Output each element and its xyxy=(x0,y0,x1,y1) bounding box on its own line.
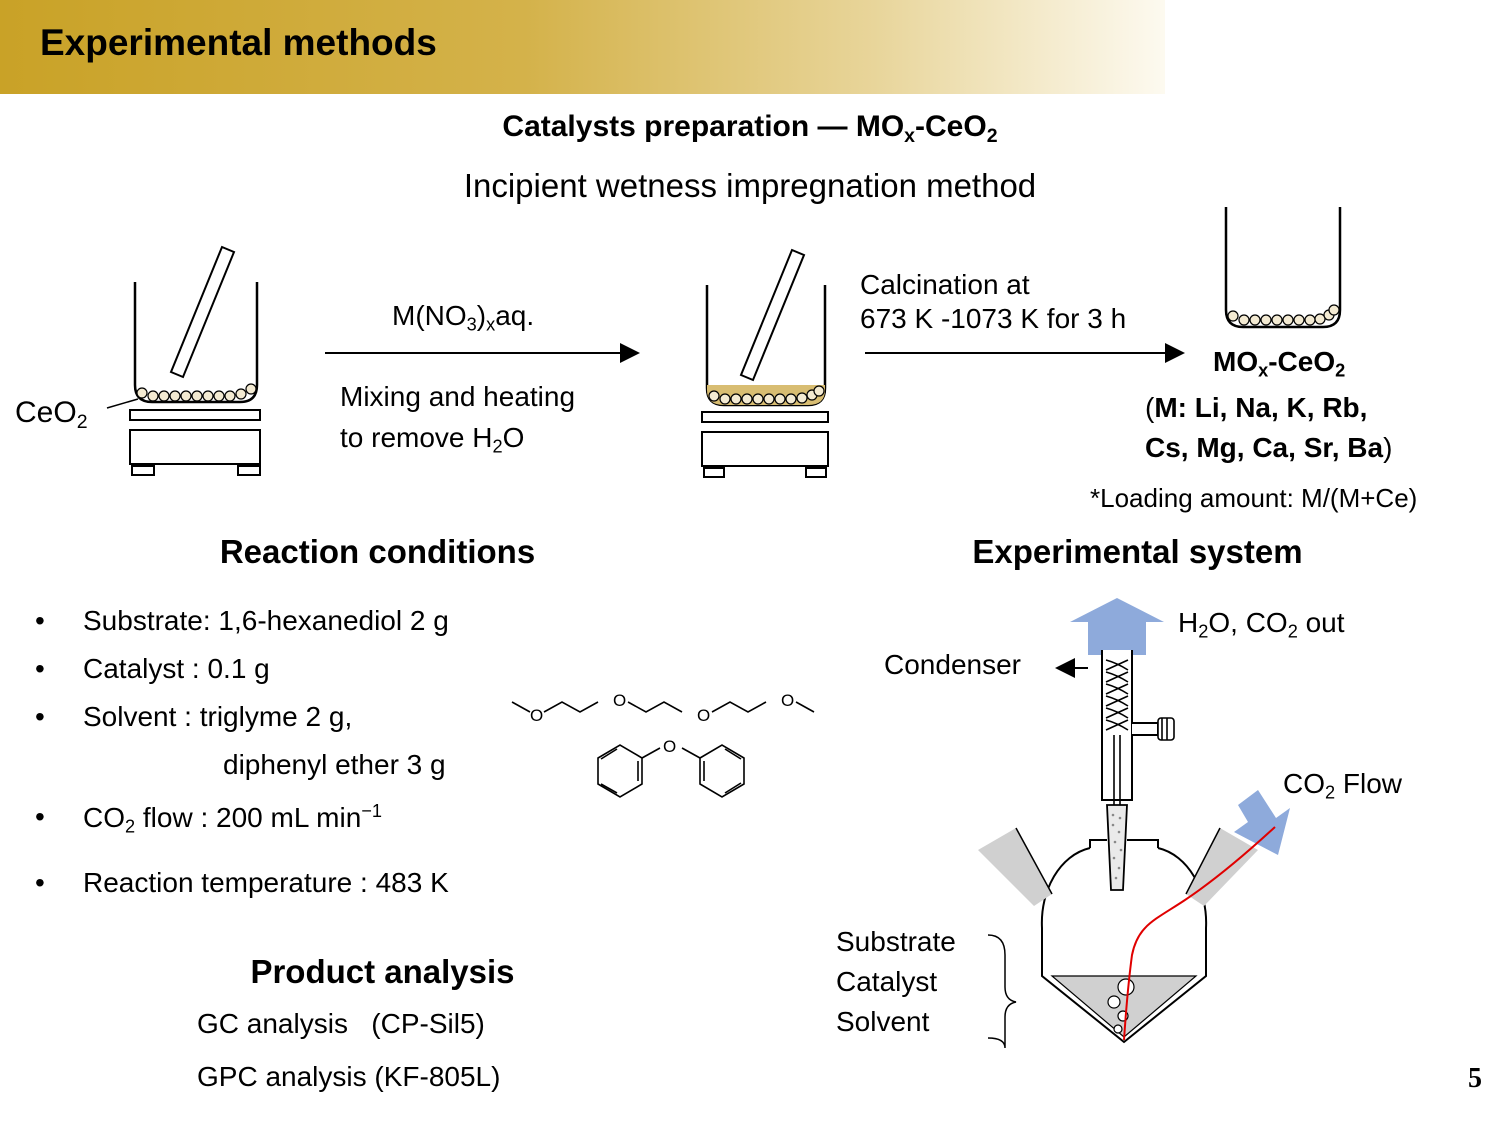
product-label: MOx-CeO2 xyxy=(1213,346,1346,381)
mixing-step: Mixing and heating to remove H2O xyxy=(340,381,576,457)
condenser xyxy=(1101,650,1159,801)
reaction-liquid xyxy=(1050,975,1198,1038)
condition-solvent-2: diphenyl ether 3 g xyxy=(223,749,446,780)
flask xyxy=(1040,839,1208,1044)
diphenyl-ether-structure xyxy=(597,744,745,798)
condition-catalyst: •Catalyst : 0.1 g xyxy=(35,653,270,684)
outlet-label: H2O, CO2 out xyxy=(1178,607,1345,642)
particles-3 xyxy=(1227,304,1340,326)
beaker-3 xyxy=(1224,207,1342,329)
stirring-rod-2 xyxy=(739,248,806,382)
reagent-label: M(NO3)xaq. xyxy=(392,300,535,335)
header-bar xyxy=(0,0,1165,94)
chemical-structures: O O O O O xyxy=(511,691,815,798)
condenser-port xyxy=(1157,717,1175,741)
prep-method: Incipient wetness impregnation method xyxy=(463,167,1037,204)
condition-solvent: •Solvent : triglyme 2 g, xyxy=(35,701,353,732)
ceo2-label: CeO2 xyxy=(15,396,88,433)
condition-temperature: •Reaction temperature : 483 K xyxy=(35,867,449,898)
analysis-heading: Product analysis xyxy=(250,953,515,990)
slide-title: Experimental methods xyxy=(40,22,437,63)
triglyme-structure xyxy=(511,701,815,713)
metals-list: (M: Li, Na, K, Rb, Cs, Mg, Ca, Sr, Ba) xyxy=(1145,392,1393,463)
condenser-label: Condenser xyxy=(884,649,1021,680)
co2-feed-line xyxy=(1123,826,1276,1041)
ceo2-particles-1 xyxy=(136,383,257,402)
system-heading: Experimental system xyxy=(972,533,1303,570)
gpc-analysis: GPC analysis (KF-805L) xyxy=(197,1061,501,1092)
triglyme-o-1: O xyxy=(530,706,543,725)
hot-plate-1 xyxy=(129,409,261,476)
stirring-rod-1 xyxy=(169,245,236,379)
hot-plate-2 xyxy=(701,411,829,478)
mixture-solvent: Solvent xyxy=(836,1006,930,1037)
ceo2-pointer xyxy=(106,398,139,409)
calcination-step: Calcination at 673 K -1073 K for 3 h xyxy=(860,269,1127,334)
triglyme-o-2: O xyxy=(613,691,626,710)
co2-flow-label: CO2 Flow xyxy=(1283,768,1403,803)
condition-co2-flow: •CO2 flow : 200 mL min−1 xyxy=(35,801,383,837)
preparation-diagram xyxy=(106,207,1342,478)
triglyme-o-4: O xyxy=(781,691,794,710)
joint-texture xyxy=(1111,813,1123,880)
conditions-heading: Reaction conditions xyxy=(219,533,536,570)
mixture-catalyst: Catalyst xyxy=(836,966,938,997)
condition-substrate: •Substrate: 1,6-hexanediol 2 g xyxy=(35,605,449,636)
right-neck xyxy=(1185,827,1258,906)
diphenyl-ether-o: O xyxy=(663,737,676,756)
apparatus-diagram xyxy=(978,598,1290,1049)
triglyme-o-3: O xyxy=(697,706,710,725)
co2-inlet-arrow xyxy=(1234,790,1290,855)
loading-note: *Loading amount: M/(M+Ce) xyxy=(1090,483,1418,513)
left-neck xyxy=(978,827,1053,906)
mixture-substrate: Substrate xyxy=(836,926,956,957)
particles-2 xyxy=(708,385,825,405)
mixture-brace xyxy=(987,934,1017,1049)
prep-heading: Catalysts preparation — MOx-CeO2 xyxy=(502,110,998,147)
mixture-labels: Substrate Catalyst Solvent xyxy=(836,922,956,1042)
gc-analysis: GC analysis (CP-Sil5) xyxy=(197,1008,485,1039)
bubbles xyxy=(1107,978,1135,1034)
page-number: 5 xyxy=(1468,1063,1482,1094)
outlet-arrow xyxy=(1070,598,1164,655)
ground-glass-joint xyxy=(1106,804,1128,891)
beaker-1 xyxy=(133,282,259,404)
condenser-coil xyxy=(1105,659,1129,805)
